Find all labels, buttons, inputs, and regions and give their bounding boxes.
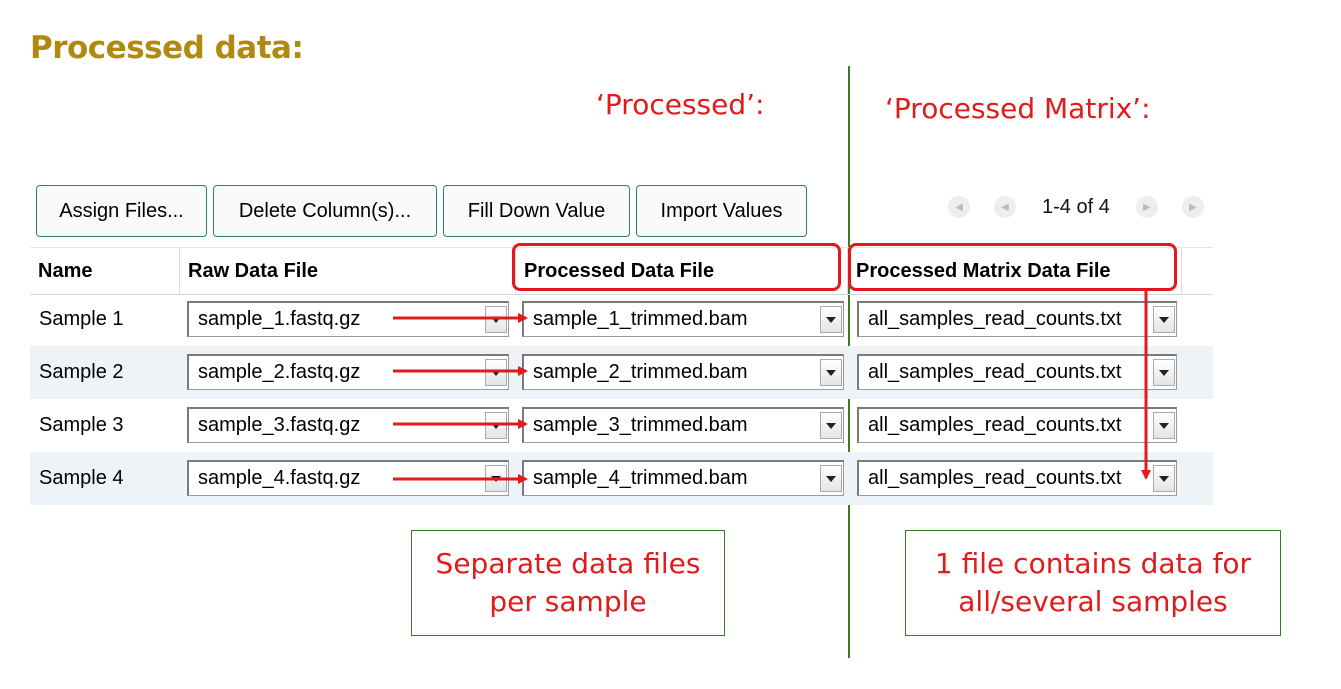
processed-data-file-value: sample_2_trimmed.bam [533,361,748,383]
chevron-down-icon[interactable] [485,359,507,386]
sample-name: Sample 4 [39,467,124,489]
raw-data-file-value: sample_2.fastq.gz [198,361,361,383]
note-line: 1 file contains data for [934,547,1252,581]
chevron-down-icon[interactable] [485,306,507,333]
processed-label: ‘Processed’: [596,88,765,121]
chevron-down-icon[interactable] [485,465,507,492]
header-spacer [1182,248,1213,294]
chevron-down-icon[interactable] [1153,412,1175,439]
chevron-down-icon[interactable] [1153,306,1175,333]
chevron-down-icon[interactable] [820,465,842,492]
processed-data-file-select[interactable]: sample_2_trimmed.bam [522,354,844,390]
raw-data-file-value: sample_1.fastq.gz [198,308,361,330]
matrix-data-file-select[interactable]: all_samples_read_counts.txt [857,354,1177,390]
matrix-header-highlight [848,243,1177,291]
header-processed-data-file[interactable]: Processed Data File [516,248,848,294]
matrix-data-file-select[interactable]: all_samples_read_counts.txt [857,301,1177,337]
raw-data-file-select[interactable]: sample_3.fastq.gz [187,407,509,443]
processed-data-file-select[interactable]: sample_3_trimmed.bam [522,407,844,443]
raw-data-file-select[interactable]: sample_1.fastq.gz [187,301,509,337]
processed-data-file-value: sample_3_trimmed.bam [533,414,748,436]
delete-columns-button[interactable]: Delete Column(s)... [213,185,437,237]
separate-files-note: Separate data files per sample [411,530,725,636]
note-line: Separate data files [435,547,701,581]
matrix-data-file-select[interactable]: all_samples_read_counts.txt [857,407,1177,443]
matrix-data-file-value: all_samples_read_counts.txt [868,414,1122,436]
single-file-note: 1 file contains data for all/several sam… [905,530,1281,636]
pager: ◀​ ◀ 1-4 of 4 ▶ ▶​ [936,190,1216,224]
raw-data-file-select[interactable]: sample_4.fastq.gz [187,460,509,496]
chevron-down-icon[interactable] [820,412,842,439]
raw-data-file-value: sample_4.fastq.gz [198,467,361,489]
note-line: per sample [489,585,647,618]
table-row: Sample 1 sample_1.fastq.gz sample_1_trim… [30,293,1213,346]
table-row: Sample 3 sample_3.fastq.gz sample_3_trim… [30,399,1213,452]
matrix-data-file-value: all_samples_read_counts.txt [868,361,1122,383]
processed-matrix-label: ‘Processed Matrix’: [885,92,1151,125]
chevron-down-icon[interactable] [1153,359,1175,386]
chevron-down-icon[interactable] [820,306,842,333]
chevron-down-icon[interactable] [1153,465,1175,492]
table-row: Sample 2 sample_2.fastq.gz sample_2_trim… [30,346,1213,399]
page-title: Processed data: [30,30,304,66]
raw-data-file-select[interactable]: sample_2.fastq.gz [187,354,509,390]
header-name[interactable]: Name [30,248,180,294]
chevron-down-icon[interactable] [820,359,842,386]
sample-name: Sample 2 [39,361,124,383]
prev-page-icon[interactable]: ◀ [994,196,1016,218]
processed-data-file-value: sample_4_trimmed.bam [533,467,748,489]
table-header: Name Raw Data File Processed Data File P… [30,247,1213,295]
matrix-data-file-value: all_samples_read_counts.txt [868,308,1122,330]
processed-data-file-value: sample_1_trimmed.bam [533,308,748,330]
next-page-icon[interactable]: ▶ [1135,196,1158,218]
matrix-data-file-value: all_samples_read_counts.txt [868,467,1122,489]
matrix-data-file-select[interactable]: all_samples_read_counts.txt [857,460,1177,496]
header-raw-data-file[interactable]: Raw Data File [180,248,516,294]
first-page-icon[interactable]: ◀​ [948,196,970,218]
sample-name: Sample 3 [39,414,124,436]
import-values-button[interactable]: Import Values [636,185,807,237]
header-processed-matrix-data-file[interactable]: Processed Matrix Data File [848,248,1182,294]
table-row: Sample 4 sample_4.fastq.gz sample_4_trim… [30,452,1213,505]
fill-down-value-button[interactable]: Fill Down Value [443,185,630,237]
last-page-icon[interactable]: ▶​ [1181,196,1204,218]
processed-header-highlight [512,243,841,291]
pager-range: 1-4 of 4 [1042,195,1110,218]
sample-name: Sample 1 [39,308,124,330]
processed-data-file-select[interactable]: sample_1_trimmed.bam [522,301,844,337]
chevron-down-icon[interactable] [485,412,507,439]
processed-data-file-select[interactable]: sample_4_trimmed.bam [522,460,844,496]
note-line: all/several samples [958,585,1228,618]
assign-files-button[interactable]: Assign Files... [36,185,207,237]
raw-data-file-value: sample_3.fastq.gz [198,414,361,436]
